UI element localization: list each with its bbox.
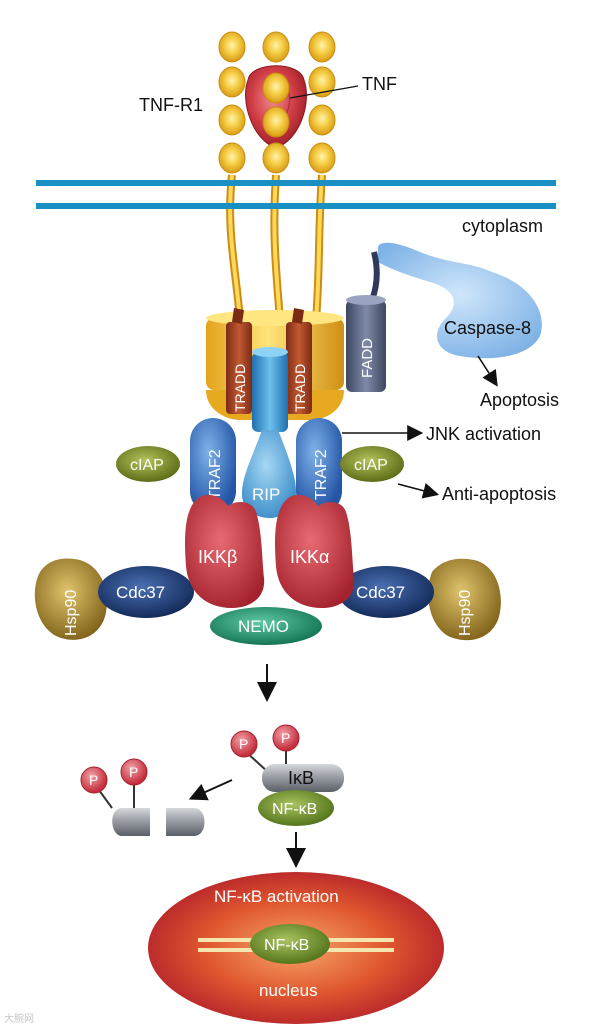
jnk-activation-label: JNK activation [426,424,541,444]
tradd-right: TRADD [286,308,312,414]
hsp90-left-label: Hsp90 [63,590,80,636]
phospho-label-1: P [239,736,248,752]
phospho-label-2: P [281,730,290,746]
phospho-group-3: P [80,766,108,794]
nfkb-cytoplasmic [258,790,334,826]
anti-apoptosis-arrow [397,483,440,499]
receptor-stalks [226,174,326,321]
ciap-left-label: cIAP [130,457,164,474]
nfkb-activation-label: NF-κB activation [214,887,339,906]
cytoplasm-label: cytoplasm [462,216,543,236]
phospho-label-3: P [89,772,98,788]
ikk-alpha-label: IKKα [290,547,329,567]
apoptosis-label: Apoptosis [480,390,559,410]
caspase-8-label: Caspase-8 [444,318,531,338]
watermark: 大腕网 [4,1012,34,1025]
nemo-label: NEMO [238,617,289,636]
hsp90-right-label: Hsp90 [457,590,474,636]
tnf-r1-receptor-middle [262,31,290,174]
phospho-group-1: P [230,730,258,758]
ikk-beta-label: IKKβ [198,547,237,567]
tnf-label: TNF [362,74,397,94]
cdc37-right: Cdc37 [338,566,434,618]
hsp90-left: Hsp90 [34,558,107,640]
rip-label: RIP [252,485,280,504]
nucleus-label: nucleus [259,981,318,1000]
tradd-left-label: TRADD [232,364,248,412]
ciap-right-label: cIAP [354,457,388,474]
nucleus: NF-κB NF-κB activation nucleus [148,872,444,1024]
cdc37-left: Cdc37 [98,566,194,618]
ciap-right: cIAP [340,446,404,482]
phospho-group-2: P [272,724,300,752]
ciap-left: cIAP [116,446,180,482]
nemo: NEMO [210,607,322,645]
hsp90-right: Hsp90 [428,558,501,641]
tnf-r1-receptor [218,31,336,174]
degraded-ikb: P P [80,758,205,836]
degradation-arrow [188,779,233,801]
rip: RIP [242,347,296,518]
tradd-left: TRADD [226,308,252,414]
traf2-right: TRAF2 [296,418,342,514]
cdc37-left-label: Cdc37 [116,583,165,602]
nfkb-nuclear-label: NF-κB [264,937,309,954]
ikb-label: IκB [288,768,314,788]
plasma-membrane [36,180,556,209]
fadd: FADD [346,295,386,392]
caspase-8: Caspase-8 [377,242,542,359]
traf2-left: TRAF2 [190,418,236,514]
phospho-ikb-complex: P P IκB NF-κB [230,724,344,826]
tnf-pointer-line [289,85,359,99]
apoptosis-arrow [477,355,498,387]
phospho-label-4: P [129,764,138,780]
ikb [262,764,344,792]
tnf-r1-label: TNF-R1 [139,95,203,115]
cdc37-right-label: Cdc37 [356,583,405,602]
fadd-label: FADD [359,338,376,378]
phospho-group-4: P [120,758,148,786]
fadd-link [369,251,380,302]
anti-apoptosis-label: Anti-apoptosis [442,484,556,504]
ikk-beta: IKKβ [185,494,265,608]
ikk-alpha: IKKα [275,494,355,608]
tradd-right-label: TRADD [292,364,308,412]
nfkb-nuclear [250,924,330,964]
nfkb-cytoplasmic-label: NF-κB [272,801,317,818]
traf2-right-label: TRAF2 [313,449,330,500]
traf2-left-label: TRAF2 [207,449,224,500]
